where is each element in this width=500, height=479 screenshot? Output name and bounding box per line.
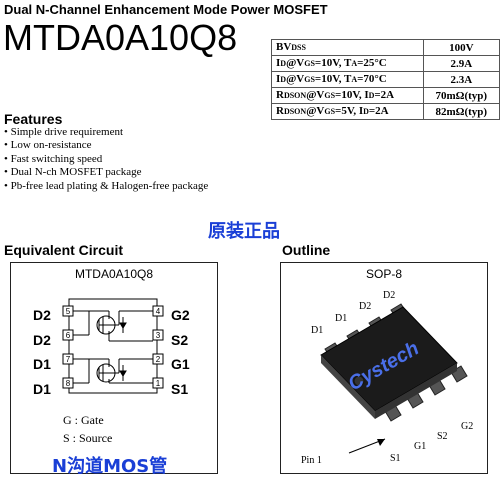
pin-label-d1: D1 [335, 313, 347, 324]
pin-number: 4 [156, 307, 161, 316]
pin-number: 3 [156, 331, 161, 340]
sop8-package-drawing: Cystech D1 D1 D2 D2 S1 G1 S2 G2 Pin 1 [301, 290, 473, 466]
pin-label-left: D1 [33, 380, 51, 397]
circuit-title: MTDA0A10Q8 [74, 267, 154, 281]
pin-number: 5 [66, 307, 71, 316]
feature-item: Fast switching speed [4, 153, 208, 166]
watermark-nchannel-mos: N沟道MOS管 [52, 456, 168, 477]
pin-label-d1: D1 [311, 325, 323, 336]
spec-row: ID@VGS=10V, TA=25°C 2.9A [271, 55, 500, 72]
spec-row: BVDSS 100V [271, 39, 500, 56]
pin-number: 2 [156, 355, 161, 364]
pin-label-left: D2 [33, 307, 51, 323]
pin-label-right: G1 [171, 356, 190, 372]
pin-label-right: S2 [171, 331, 189, 348]
pin-number: 6 [66, 331, 71, 340]
watermark-genuine: 原装正品 [208, 221, 280, 242]
legend-gate: G : Gate [63, 413, 104, 427]
feature-item: Low on-resistance [4, 139, 208, 152]
spec-row: RDSON@VGS=5V, ID=2A 82mΩ(typ) [271, 103, 500, 120]
pin-label-d2: D2 [383, 290, 395, 301]
equivalent-circuit-heading: Equivalent Circuit [4, 242, 124, 258]
spec-value: 100V [422, 39, 500, 56]
equivalent-circuit-box: MTDA0A10Q8 D2 D2 D1 D1 G2 S2 G1 S1 5 6 7… [10, 262, 218, 474]
pin-label-d2: D2 [359, 301, 371, 312]
spec-param: RDSON@VGS=5V, ID=2A [271, 103, 424, 120]
document-subtitle: Dual N-Channel Enhancement Mode Power MO… [4, 2, 328, 17]
feature-item: Pb-free lead plating & Halogen-free pack… [4, 180, 209, 193]
outline-heading: Outline [282, 242, 331, 258]
legend-source: S : Source [63, 431, 113, 445]
pin-label-g1: G1 [414, 441, 426, 452]
feature-item: Dual N-ch MOSFET package [4, 166, 208, 179]
spec-value: 70mΩ(typ) [422, 87, 500, 104]
spec-param: RDSON@VGS=10V, ID=2A [271, 87, 424, 104]
spec-param: ID@VGS=10V, TA=70°C [271, 71, 424, 88]
spec-row: RDSON@VGS=10V, ID=2A 70mΩ(typ) [271, 87, 500, 104]
pin-label-left: D1 [33, 356, 51, 372]
spec-value: 2.3A [422, 71, 500, 88]
mosfet-schematic: 5 6 7 8 4 3 2 1 [62, 298, 164, 394]
pin-label-right: S1 [171, 380, 189, 397]
pin-number: 1 [156, 379, 161, 388]
spec-row: ID@VGS=10V, TA=70°C 2.3A [271, 71, 500, 88]
features-list: Simple drive requirement Low on-resistan… [4, 126, 209, 193]
feature-item: Simple drive requirement [4, 126, 208, 139]
outline-box: SOP-8 Cystech D1 D1 D2 D2 S1 G1 [280, 262, 488, 474]
pin-number: 7 [66, 355, 71, 364]
spec-param: ID@VGS=10V, TA=25°C [271, 55, 424, 72]
pin-number: 8 [66, 379, 71, 388]
spec-value: 82mΩ(typ) [422, 103, 500, 120]
spec-param: BVDSS [271, 39, 424, 56]
spec-table: BVDSS 100V ID@VGS=10V, TA=25°C 2.9A ID@V… [271, 39, 500, 120]
pin-label-left: D2 [33, 331, 51, 348]
part-number-title: MTDA0A10Q8 [3, 17, 238, 58]
pin-label-s2: S2 [437, 431, 448, 442]
pin1-label: Pin 1 [301, 455, 322, 466]
pin-label-s1: S1 [390, 453, 401, 464]
pin-label-right: G2 [171, 307, 190, 323]
spec-value: 2.9A [422, 55, 500, 72]
features-heading: Features [4, 111, 63, 127]
pin-label-g2: G2 [461, 421, 473, 432]
package-name: SOP-8 [365, 267, 402, 281]
